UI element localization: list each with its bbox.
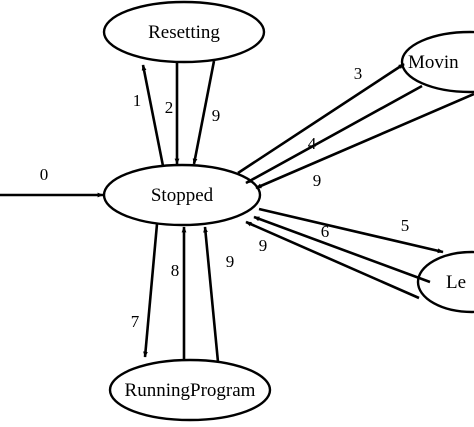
transition-stopped-to-resetting: 1 <box>133 64 165 167</box>
state-label-resetting: Resetting <box>148 22 220 43</box>
state-label-stopped: Stopped <box>151 185 214 206</box>
transition-label-2: 2 <box>165 98 174 117</box>
state-running-program: RunningProgram <box>108 358 272 422</box>
transition-label-7: 7 <box>131 312 140 331</box>
transition-stopped-to-learning: 5 <box>258 207 444 254</box>
transition-running-to-stopped: 8 <box>171 226 187 361</box>
transition-label-3: 3 <box>354 64 363 83</box>
transition-label-1: 1 <box>133 91 142 110</box>
transition-label-5: 5 <box>401 216 410 235</box>
transition-moving-to-stopped: 4 <box>245 84 423 185</box>
state-learning: Le <box>416 250 474 314</box>
transition-label-4: 4 <box>308 134 317 153</box>
transition-label-9-learning: 9 <box>259 236 268 255</box>
transition-resetting-to-stopped: 2 <box>165 62 180 165</box>
transition-label-9-running: 9 <box>226 252 235 271</box>
state-label-learning: Le <box>446 272 466 293</box>
transition-running-to-stopped-b: 9 <box>203 226 235 363</box>
transition-label-8: 8 <box>171 261 180 280</box>
state-stopped: Stopped <box>102 163 262 227</box>
transition-learning-to-stopped-b: 9 <box>245 220 420 300</box>
transition-moving-to-stopped-b: 9 <box>255 92 474 190</box>
transition-label-initial: 0 <box>40 165 49 184</box>
transition-learning-to-stopped: 6 <box>253 215 431 284</box>
transition-stopped-to-moving: 3 <box>237 62 405 175</box>
state-label-running-program: RunningProgram <box>125 380 256 401</box>
state-resetting: Resetting <box>102 0 266 64</box>
transition-label-9-resetting: 9 <box>212 106 221 125</box>
state-label-moving: Movin <box>408 52 459 73</box>
transition-label-9-moving: 9 <box>313 171 322 190</box>
transition-stopped-to-running: 7 <box>131 223 159 358</box>
state-moving: Movin <box>400 30 474 94</box>
transition-label-6: 6 <box>321 222 330 241</box>
transition-initial: 0 <box>0 165 104 198</box>
transition-resetting-to-stopped-b: 9 <box>192 60 221 165</box>
